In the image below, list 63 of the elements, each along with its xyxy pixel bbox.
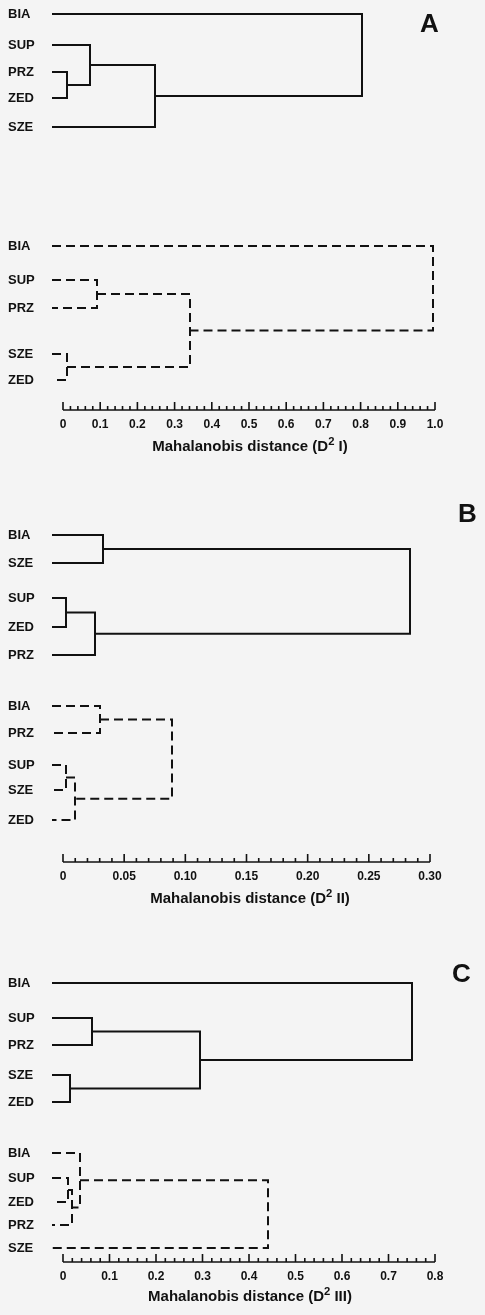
leaf-label: ZED [8, 620, 34, 633]
tick-label: 0.3 [165, 418, 184, 430]
leaf-label: SZE [8, 783, 34, 796]
tick-label: 0.1 [100, 1270, 119, 1282]
leaf-label: SUP [8, 1171, 35, 1184]
leaf-label: SZE [8, 120, 34, 133]
tick-label: 0.6 [276, 418, 296, 430]
tick-label: 0.05 [111, 870, 137, 882]
tick-label: 0.2 [128, 418, 147, 430]
leaf-label: ZED [8, 1095, 34, 1108]
tick-label: 0.15 [233, 870, 260, 882]
tick-label: 0.6 [332, 1270, 352, 1282]
tick-label: 0.3 [193, 1270, 212, 1282]
tick-label: 0.2 [146, 1270, 166, 1282]
tick-label: 0 [58, 418, 68, 430]
tick-label: 0.5 [286, 1270, 305, 1282]
leaf-label: SZE [8, 556, 34, 569]
leaf-label: ZED [8, 813, 34, 826]
tick-label: 0 [58, 870, 68, 882]
leaf-label: SUP [8, 591, 35, 604]
tick-label: 0.9 [388, 418, 408, 430]
leaf-label: ZED [8, 373, 34, 386]
leaf-label: PRZ [8, 301, 34, 314]
leaf-label: ZED [8, 91, 34, 104]
leaf-label: ZED [8, 1195, 34, 1208]
axis-title: Mahalanobis distance (D$^{2}$ I) [151, 438, 349, 453]
tick-label: 0.7 [379, 1270, 398, 1282]
tick-label: 0.30 [417, 870, 443, 882]
leaf-label: SUP [8, 38, 35, 51]
tick-label: 0 [58, 1270, 68, 1282]
panel-letter: A [420, 10, 439, 36]
leaf-label: BIA [8, 7, 31, 20]
leaf-label: BIA [8, 1146, 31, 1159]
tick-label: 0.25 [356, 870, 382, 882]
tick-label: 0.8 [425, 1270, 445, 1282]
leaf-label: PRZ [8, 648, 34, 661]
tick-label: 0.4 [202, 418, 222, 430]
tick-label: 0.7 [314, 418, 333, 430]
leaf-label: SUP [8, 1011, 35, 1024]
leaf-label: PRZ [8, 1038, 34, 1051]
leaf-label: PRZ [8, 726, 34, 739]
panel-letter: C [452, 960, 471, 986]
leaf-label: BIA [8, 528, 31, 541]
leaf-label: PRZ [8, 65, 34, 78]
tick-label: 0.1 [90, 418, 110, 430]
tick-label: 0.8 [351, 418, 370, 430]
tick-label: 0.4 [239, 1270, 259, 1282]
leaf-label: SZE [8, 1241, 34, 1254]
tick-label: 1.0 [425, 418, 445, 430]
leaf-label: SZE [8, 347, 34, 360]
leaf-label: SUP [8, 273, 35, 286]
leaf-label: BIA [8, 699, 31, 712]
tick-label: 0.20 [294, 870, 321, 882]
leaf-label: BIA [8, 976, 31, 989]
axis-title: Mahalanobis distance (D$^{2}$ III) [147, 1288, 353, 1303]
axis-title: Mahalanobis distance (D$^{2}$ II) [149, 890, 351, 905]
tick-label: 0.10 [172, 870, 198, 882]
panel-letter: B [458, 500, 477, 526]
tick-label: 0.5 [239, 418, 259, 430]
leaf-label: SZE [8, 1068, 34, 1081]
leaf-label: SUP [8, 758, 35, 771]
leaf-label: BIA [8, 239, 31, 252]
leaf-label: PRZ [8, 1218, 34, 1231]
